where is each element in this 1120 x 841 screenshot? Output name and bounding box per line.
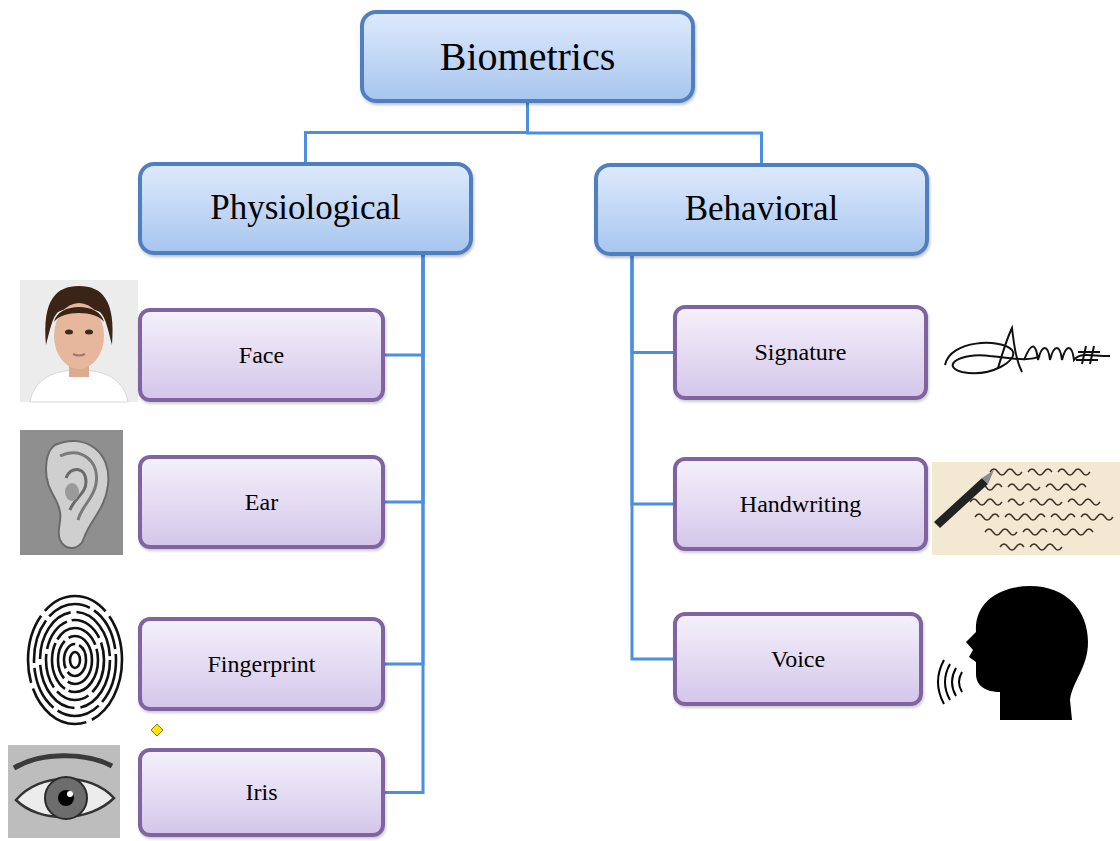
tree-connector <box>528 103 762 163</box>
box-label: Iris <box>246 779 278 805</box>
voice-picture <box>938 586 1088 720</box>
trait-box: Handwriting <box>673 457 928 551</box>
tree-connector <box>385 255 423 502</box>
handwriting-picture <box>932 462 1120 555</box>
tree-connector <box>385 255 423 664</box>
tree-connector <box>632 256 673 504</box>
marker-diamond <box>151 724 163 736</box>
ear-picture <box>20 430 123 555</box>
trait-box: Signature <box>673 305 928 400</box>
tree-connector <box>385 255 423 355</box>
category-box: Behavioral <box>594 163 929 256</box>
tree-connector <box>632 256 673 353</box>
trait-box: Fingerprint <box>138 617 385 711</box>
box-label: Voice <box>771 646 825 672</box>
box-label: Behavioral <box>685 190 839 229</box>
trait-box: Voice <box>673 612 923 706</box>
tree-connector <box>385 255 423 793</box>
box-label: Signature <box>755 339 847 365</box>
box-label: Physiological <box>210 189 401 228</box>
category-box: Physiological <box>138 162 473 255</box>
trait-box: Ear <box>138 455 385 549</box>
face-picture <box>20 280 138 402</box>
box-label: Handwriting <box>740 491 861 517</box>
signature-picture <box>945 328 1110 373</box>
tree-connector <box>632 256 673 659</box>
trait-box: Iris <box>138 748 385 837</box>
trait-box: Face <box>138 308 385 402</box>
box-label: Fingerprint <box>208 651 316 677</box>
box-label: Ear <box>245 489 278 515</box>
iris-picture <box>8 745 120 838</box>
root-box: Biometrics <box>360 10 695 103</box>
box-label: Face <box>239 342 284 368</box>
fingerprint-picture <box>28 596 122 724</box>
box-label: Biometrics <box>440 35 616 79</box>
tree-connector <box>306 103 528 162</box>
